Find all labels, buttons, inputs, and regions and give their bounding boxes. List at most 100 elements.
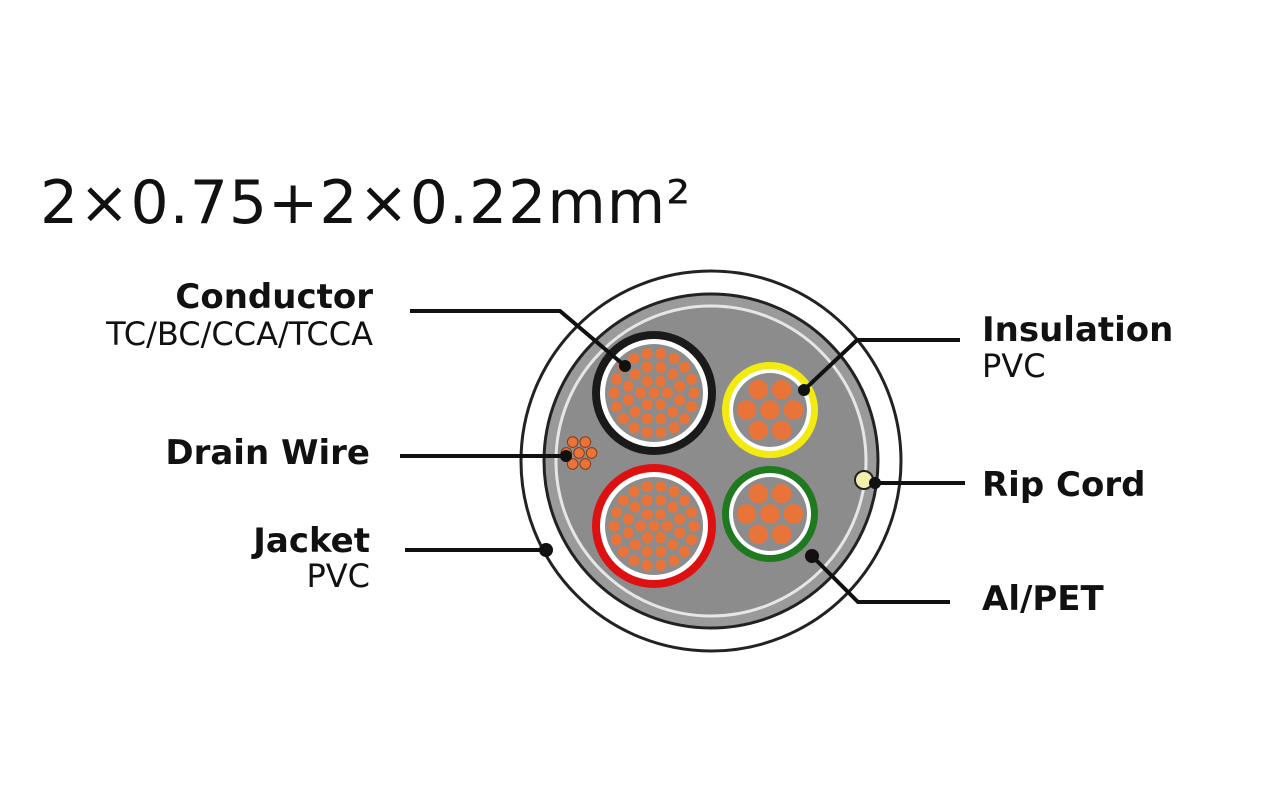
copper-strand [674, 394, 686, 406]
copper-strand [668, 485, 680, 498]
copper-strand [661, 387, 673, 399]
copper-strand [783, 504, 804, 524]
copper-strand [674, 527, 686, 539]
leader-drain-dot [560, 450, 572, 462]
leader-al-pet [810, 554, 950, 604]
copper-strand [655, 398, 667, 411]
cable-spec-title: 2×0.75+2×0.22mm² [40, 168, 692, 238]
copper-strand [629, 501, 641, 513]
copper-strand [655, 348, 667, 360]
copper-strand [566, 458, 579, 470]
rip-cord-label: Rip Cord [982, 465, 1146, 505]
al-pet-label: Al/PET [982, 579, 1104, 619]
core-green [722, 466, 818, 562]
leader-al-pet-dot [805, 549, 819, 563]
copper-strand [760, 504, 780, 524]
copper-strand [655, 546, 667, 558]
copper-strand [667, 368, 679, 380]
copper-strand [585, 447, 598, 459]
copper-strand [748, 379, 769, 400]
copper-strand [771, 420, 792, 441]
copper-strand [641, 559, 653, 571]
copper-strand [579, 436, 592, 448]
copper-strand [579, 458, 592, 470]
copper-strand [783, 400, 804, 420]
copper-strand [668, 554, 680, 567]
copper-strand [610, 506, 623, 518]
copper-strand [655, 531, 667, 544]
jacket-label: Jacket [253, 521, 370, 561]
copper-strand [771, 379, 792, 400]
copper-strand [566, 436, 579, 448]
leader-jacket-dot [539, 543, 553, 557]
copper-strand [771, 524, 792, 545]
copper-strand [641, 481, 653, 493]
copper-strand [641, 494, 653, 506]
copper-strand [667, 406, 679, 418]
copper-strand [641, 426, 653, 438]
copper-strand [608, 520, 620, 532]
conductor-label: Conductor [175, 277, 373, 317]
leader-insulation-dot [798, 384, 810, 396]
copper-strand [678, 494, 691, 506]
copper-strand [641, 508, 653, 521]
copper-strand [685, 506, 698, 518]
copper-strand [668, 352, 680, 365]
copper-strand [610, 373, 623, 385]
copper-strand [573, 447, 585, 459]
copper-strand [736, 400, 757, 420]
conductor-material: TC/BC/CCA/TCCA [106, 315, 373, 353]
copper-strand [685, 534, 698, 546]
copper-strand [748, 483, 769, 504]
copper-strand [678, 546, 691, 558]
copper-strand [688, 387, 700, 399]
copper-strand [628, 485, 640, 498]
jacket-material: PVC [306, 557, 370, 595]
copper-strand [655, 375, 667, 388]
copper-strand [629, 539, 641, 551]
leader-insulation [802, 338, 960, 392]
copper-strand [629, 406, 641, 418]
copper-strand [748, 420, 769, 441]
copper-strand [622, 527, 634, 539]
copper-strand [748, 524, 769, 545]
copper-strand [760, 400, 780, 420]
copper-strand [678, 413, 691, 425]
drain-wire-label: Drain Wire [165, 433, 370, 473]
copper-strand [661, 520, 673, 532]
copper-strand [641, 531, 653, 544]
copper-strand [641, 546, 653, 558]
copper-strand [629, 368, 641, 380]
copper-strand [668, 421, 680, 434]
insulation-material: PVC [982, 347, 1046, 385]
copper-strand [655, 426, 667, 438]
copper-strand [635, 520, 647, 532]
core-black [592, 331, 716, 455]
copper-strand [617, 413, 630, 425]
copper-strand [641, 398, 653, 411]
copper-strand [648, 387, 660, 399]
copper-strand [641, 413, 653, 425]
copper-strand [635, 387, 647, 399]
copper-strand [622, 394, 634, 406]
copper-strand [617, 494, 630, 506]
copper-strand [655, 361, 667, 373]
copper-strand [655, 413, 667, 425]
copper-strand [736, 504, 757, 524]
copper-strand [622, 513, 634, 525]
copper-strand [667, 539, 679, 551]
copper-strand [655, 508, 667, 521]
copper-strand [610, 401, 623, 413]
core-yellow [722, 362, 818, 458]
leader-lines [400, 309, 965, 604]
leader-conductor-dot [619, 360, 631, 372]
copper-strand [622, 380, 634, 392]
copper-strand [674, 380, 686, 392]
insulation-label: Insulation [982, 310, 1174, 350]
copper-strand [655, 481, 667, 493]
copper-strand [771, 483, 792, 504]
copper-strand [655, 559, 667, 571]
copper-strand [610, 534, 623, 546]
